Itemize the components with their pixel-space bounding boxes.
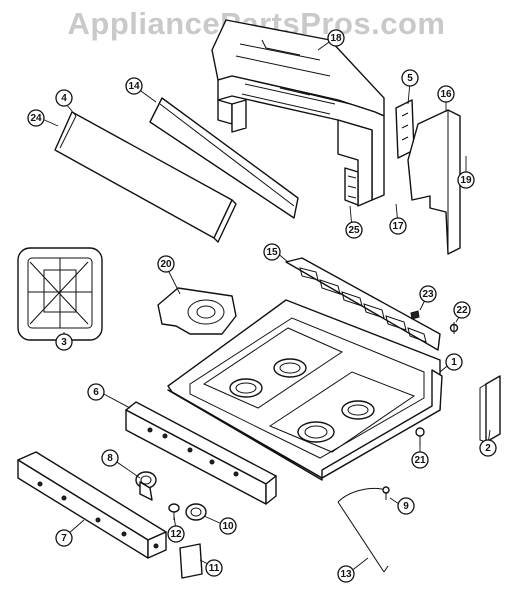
callout-circle [345, 221, 363, 239]
callout-19: 19 [457, 171, 475, 189]
callout-10: 10 [219, 517, 237, 535]
part-rod [337, 486, 390, 573]
callout-number: 8 [107, 453, 113, 464]
callout-circle [479, 439, 497, 457]
callout-13: 13 [337, 565, 355, 583]
callout-circle [157, 255, 175, 273]
part-screw [415, 427, 425, 446]
callout-number: 20 [160, 259, 172, 270]
callout-circle [263, 243, 281, 261]
callout-circle [327, 29, 345, 47]
callout-23: 23 [419, 285, 437, 303]
callout-circle [445, 353, 463, 371]
callout-circle [27, 109, 45, 127]
part-vent-strip [285, 257, 441, 351]
callout-circle [219, 517, 237, 535]
callout-number: 22 [456, 305, 468, 316]
part-trim-strip [54, 111, 237, 243]
callout-number: 7 [61, 533, 67, 544]
callout-circle [205, 559, 223, 577]
callout-circle [167, 525, 185, 543]
callout-number: 14 [128, 81, 140, 92]
callout-number: 6 [93, 387, 99, 398]
callout-number: 25 [348, 225, 360, 236]
callout-circle [453, 301, 471, 319]
callout-20: 20 [157, 255, 175, 273]
callout-number: 11 [209, 563, 220, 574]
part-end-cap [407, 109, 461, 255]
callout-number: 1 [451, 357, 457, 368]
callout-number: 24 [30, 113, 42, 124]
callout-number: 23 [422, 289, 434, 300]
callout-circle [125, 77, 143, 95]
callout-21: 21 [411, 451, 429, 469]
callout-14: 14 [125, 77, 143, 95]
callout-circle [397, 497, 415, 515]
part-grate [17, 247, 103, 341]
callout-circle [389, 217, 407, 235]
callout-circle [101, 449, 119, 467]
callout-number: 4 [61, 93, 67, 104]
callout-circle [87, 383, 105, 401]
callout-11: 11 [205, 559, 223, 577]
callout-number: 13 [340, 569, 352, 580]
part-control-panel [125, 401, 277, 505]
callout-3: 3 [55, 333, 73, 351]
callout-22: 22 [453, 301, 471, 319]
callout-5: 5 [401, 69, 419, 87]
callout-number: 3 [61, 337, 67, 348]
callout-number: 10 [222, 521, 234, 532]
callout-1: 1 [445, 353, 463, 371]
callout-circle [337, 565, 355, 583]
callout-4: 4 [55, 89, 73, 107]
callout-number: 2 [485, 443, 491, 454]
part-small-hardware [410, 310, 459, 334]
callout-25: 25 [345, 221, 363, 239]
callout-16: 16 [437, 85, 455, 103]
callout-circle [437, 85, 455, 103]
callout-24: 24 [27, 109, 45, 127]
part-backguard [211, 19, 385, 207]
part-burner-pan [157, 287, 237, 335]
callout-6: 6 [87, 383, 105, 401]
callout-number: 9 [403, 501, 409, 512]
callout-circle [55, 89, 73, 107]
callout-circle [55, 529, 73, 547]
part-deflector [149, 97, 299, 219]
callout-15: 15 [263, 243, 281, 261]
callout-number: 21 [414, 455, 426, 466]
part-knob-10 [185, 503, 207, 521]
callout-number: 15 [266, 247, 278, 258]
callout-2: 2 [479, 439, 497, 457]
callout-9: 9 [397, 497, 415, 515]
callout-circle [55, 333, 73, 351]
callout-circle [457, 171, 475, 189]
callout-number: 18 [330, 33, 342, 44]
callout-number: 12 [170, 529, 182, 540]
callout-number: 19 [460, 175, 472, 186]
callout-number: 5 [407, 73, 413, 84]
callout-8: 8 [101, 449, 119, 467]
callout-circle [411, 451, 429, 469]
callout-7: 7 [55, 529, 73, 547]
callout-17: 17 [389, 217, 407, 235]
callout-circle [401, 69, 419, 87]
callout-12: 12 [167, 525, 185, 543]
callout-number: 17 [392, 221, 404, 232]
callout-circle [419, 285, 437, 303]
part-main-top [167, 299, 443, 481]
part-plate [179, 543, 203, 579]
callout-number: 16 [440, 89, 452, 100]
part-knob [135, 471, 157, 501]
callout-18: 18 [327, 29, 345, 47]
part-lower-panel [17, 451, 167, 559]
